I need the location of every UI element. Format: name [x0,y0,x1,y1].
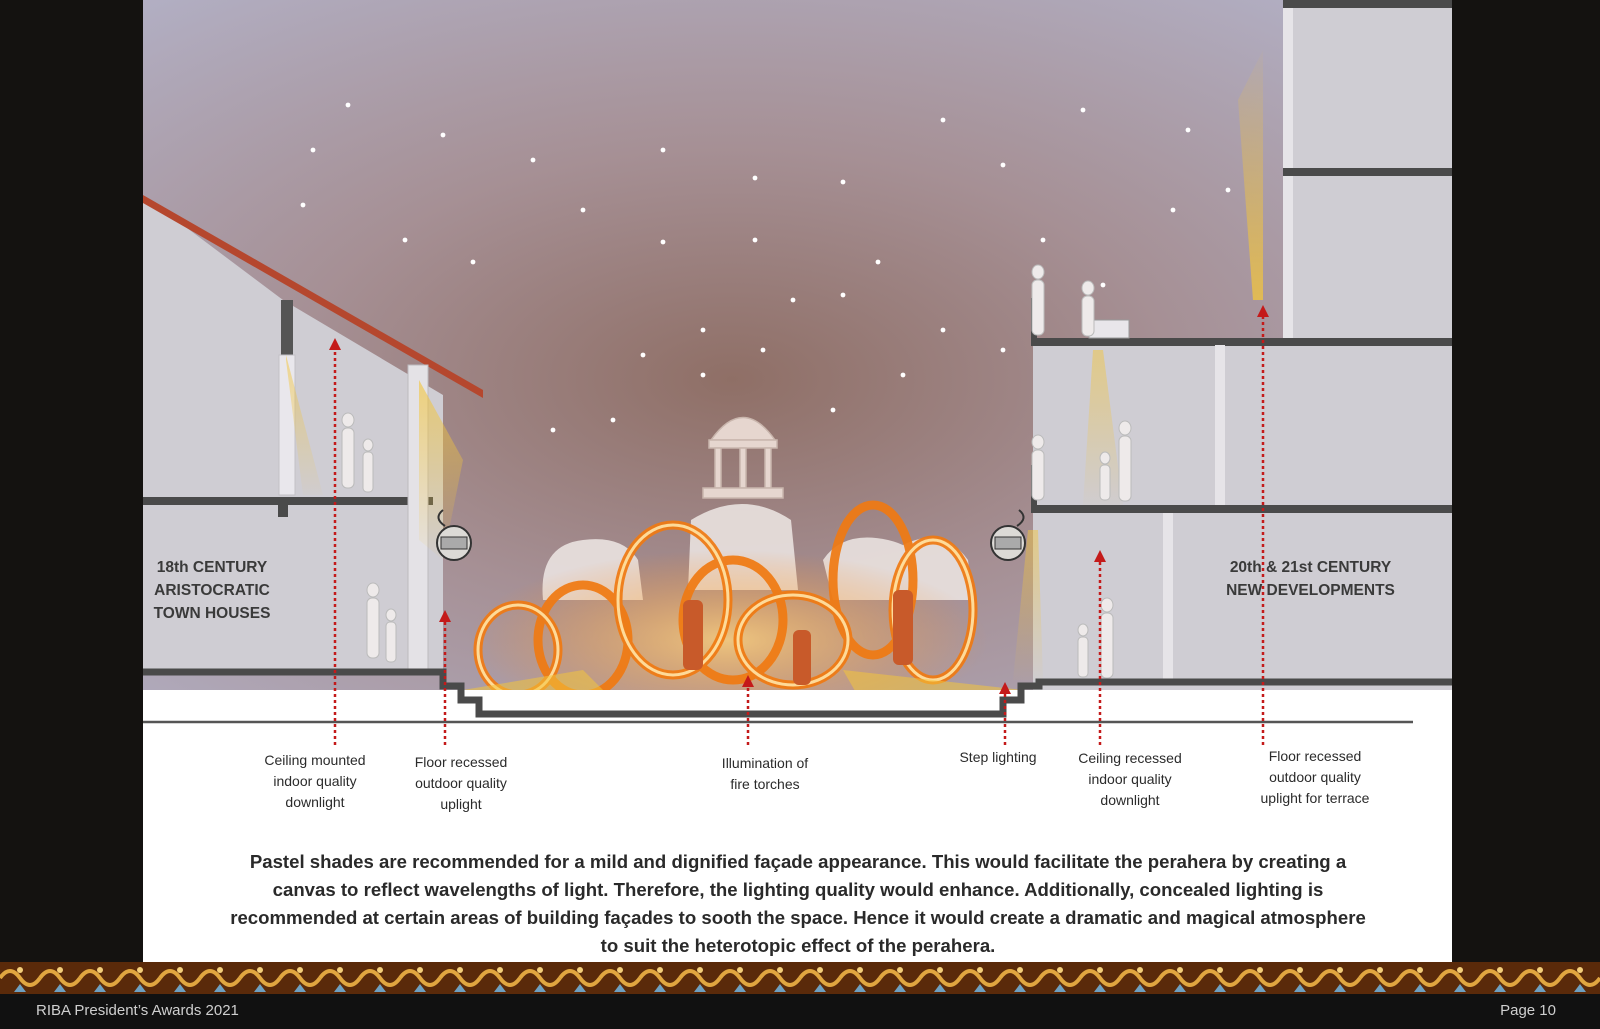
label-18th-century-town-houses: 18th CENTURY ARISTOCRATIC TOWN HOUSES [153,559,271,622]
caption-paragraph: Pastel shades are recommended for a mild… [230,851,1366,956]
decorative-border [0,962,1600,994]
stars [300,102,1231,433]
street-section-panel: 18th CENTURY ARISTOCRATIC TOWN HOUSES 20… [143,0,1452,962]
arrow-floor-recessed-uplight [439,610,451,745]
label-20th-21st-century-developments: 20th & 21st CENTURY NEW DEVELOPMENTS [1226,559,1395,599]
pavilion-icon [702,416,784,499]
callout-step-lighting: Step lighting [959,749,1037,765]
wall-lamp-icon [990,509,1026,561]
callout-terrace-uplight: Floor recessed outdoor quality uplight f… [1260,748,1370,806]
callout-floor-recessed-uplight: Floor recessed outdoor quality uplight [414,754,508,812]
arrow-step-lighting [999,682,1011,745]
lighting-arrows [329,305,1269,745]
person-silhouette-icon [341,264,1132,679]
right-new-development [1013,0,1452,690]
callout-ceiling-mounted-downlight: Ceiling mounted indoor quality downlight [264,752,366,810]
footer: RIBA President’s Awards 2021 Page 10 [0,994,1600,1029]
callout-ceiling-recessed-downlight: Ceiling recessed indoor quality downligh… [1078,750,1182,808]
fire-torch-performance [463,500,1023,730]
left-town-house [143,195,483,676]
arrow-ceiling-mounted-downlight [329,338,341,745]
arrow-terrace-uplight [1257,305,1269,745]
street-section-drawing [143,0,1452,830]
arrow-fire-torch-illumination [742,675,754,745]
arrow-ceiling-recessed-downlight [1094,550,1106,745]
callout-fire-torch-illumination: Illumination of fire torches [721,755,809,792]
footer-award-title: RIBA President’s Awards 2021 [36,1002,239,1019]
lantern-icon [436,509,472,561]
ground-section [143,668,1452,830]
footer-page-number: Page 10 [1500,1002,1556,1019]
